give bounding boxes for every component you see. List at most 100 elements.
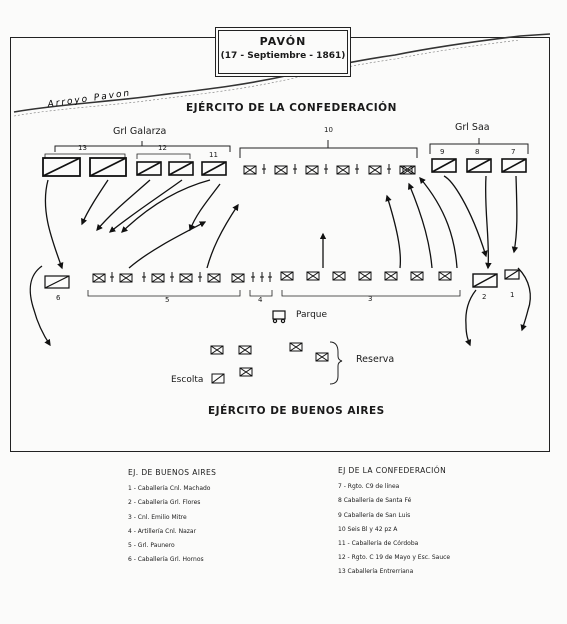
- legend-ba-item: 6 - Caballería Grl. Hornos: [128, 556, 204, 564]
- artillery-piece-5: [198, 272, 202, 282]
- artillery-piece-10: [355, 164, 359, 174]
- galarza-label: Grl Galarza: [113, 126, 167, 137]
- legend-conf-item: 11 - Caballería de Córdoba: [338, 540, 419, 548]
- artillery-piece-4: [260, 272, 264, 282]
- infantry-battalion-10: [402, 165, 416, 175]
- infantry-battalion-10-cross: [368, 165, 382, 175]
- infantry-battalion-3-cross: [410, 271, 424, 281]
- legend-conf-item: 10 Seis Bl y 42 pz A: [338, 525, 398, 533]
- reserva-battalion-cross: [315, 352, 329, 362]
- unit-number-12: 12: [158, 144, 167, 152]
- buenos-aires-label: EJÉRCITO DE BUENOS AIRES: [208, 405, 385, 417]
- infantry-battalion-5: [119, 273, 133, 283]
- infantry-battalion-3-cross: [306, 271, 320, 281]
- cavalry-9-8-7: [431, 158, 527, 173]
- infantry-battalion-5: [179, 273, 193, 283]
- infantry-battalion-3-cross: [280, 271, 294, 281]
- infantry-battalion-10-cross: [336, 165, 350, 175]
- unit-number-3: 3: [368, 295, 373, 303]
- reserva-battalion: [238, 345, 252, 355]
- reserva-units: [210, 342, 329, 377]
- bracket-10: [239, 140, 418, 158]
- legend-buenos-aires: EJ. DE BUENOS AIRES 1 - Caballería Cnl. …: [128, 466, 216, 567]
- bracket-3: [281, 290, 461, 297]
- unit-number-2: 2: [482, 293, 487, 301]
- unit-number-11: 11: [209, 151, 218, 159]
- map-title: PAVÓN: [259, 35, 307, 48]
- parque-wagon-icon: [272, 310, 286, 324]
- infantry-battalion-10-cross: [305, 165, 319, 175]
- unit-number-10: 10: [324, 126, 333, 134]
- legend-ba-title: EJ. DE BUENOS AIRES: [128, 468, 217, 477]
- artillery-piece-5: [110, 272, 114, 282]
- legend-conf-item: 8 Caballería de Santa Fé: [338, 497, 412, 505]
- infantry-battalion-10-cross: [243, 165, 257, 175]
- unit-number-7: 7: [511, 148, 516, 156]
- artillery-piece-5: [142, 272, 146, 282]
- unit-number-1: 1: [510, 291, 515, 299]
- infantry-battalion-3: [306, 271, 320, 281]
- infantry-battalion-10-cross: [274, 165, 288, 175]
- cavalry-1: [504, 269, 520, 280]
- map-title-box: PAVÓN (17 - Septiembre - 1861): [218, 30, 348, 74]
- unit-number-5: 5: [165, 296, 170, 304]
- infantry-battalion-5-cross: [119, 273, 133, 283]
- infantry-battalion-10: [336, 165, 350, 175]
- reserva-battalion: [289, 342, 303, 352]
- infantry-battalion-5-cross: [92, 273, 106, 283]
- confederacion-label: EJÉRCITO DE LA CONFEDERACIÓN: [186, 102, 397, 114]
- reserva-label: Reserva: [356, 354, 395, 365]
- infantry-battalion-10-cross: [402, 165, 416, 175]
- infantry-battalion-3: [280, 271, 294, 281]
- infantry-battalion-3: [384, 271, 398, 281]
- legend-ba-item: 2 - Caballería Grl. Flores: [128, 499, 201, 507]
- reserva-battalion: [239, 367, 253, 377]
- infantry-line-10: [243, 164, 416, 175]
- legend-conf-item: 7 - Rgto. C9 de línea: [338, 483, 400, 491]
- artillery-piece-4: [251, 272, 255, 282]
- infantry-battalion-5: [207, 273, 221, 283]
- infantry-battalion-5-cross: [179, 273, 193, 283]
- infantry-battalion-5: [231, 273, 245, 283]
- parque-label: Parque: [296, 310, 328, 320]
- legend-conf-item: 13 Caballería Entrerriana: [338, 568, 414, 576]
- infantry-battalion-5-cross: [151, 273, 165, 283]
- bracket-13: [44, 153, 126, 159]
- legend-ba-item: 3 - Cnl. Emilio Mitre: [128, 513, 187, 521]
- legend-conf-title: EJ DE LA CONFEDERACIÓN: [338, 466, 447, 475]
- infantry-battalion-3: [410, 271, 424, 281]
- legend-ba-item: 5 - Grl. Paunero: [128, 542, 175, 550]
- escolta-unit: [211, 373, 225, 384]
- legend-ba-item: 1 - Caballería Cnl. Machado: [128, 485, 211, 493]
- infantry-battalion-10: [368, 165, 382, 175]
- artillery-piece-10: [324, 164, 328, 174]
- infantry-battalion-5: [92, 273, 106, 283]
- legend-conf-item: 9 Caballería de San Luis: [338, 511, 411, 519]
- bracket-12: [136, 153, 191, 159]
- infantry-line-buenos-aires: [92, 271, 452, 283]
- infantry-battalion-5-cross: [207, 273, 221, 283]
- unit-number-13: 13: [78, 144, 87, 152]
- infantry-battalion-3: [358, 271, 372, 281]
- infantry-battalion-10: [305, 165, 319, 175]
- infantry-battalion-5-cross: [231, 273, 245, 283]
- map-date: (17 - Septiembre - 1861): [220, 51, 346, 61]
- infantry-battalion-3-cross: [332, 271, 346, 281]
- artillery-piece-10: [262, 164, 266, 174]
- cavalry-2: [472, 273, 498, 288]
- bracket-4: [249, 290, 273, 297]
- escolta-label: Escolta: [171, 375, 204, 385]
- cavalry-12: [136, 161, 194, 176]
- unit-number-9: 9: [440, 148, 445, 156]
- unit-number-8: 8: [475, 148, 480, 156]
- cavalry-6: [44, 275, 70, 289]
- artillery-piece-10: [387, 164, 391, 174]
- artillery-piece-10: [293, 164, 297, 174]
- artillery-piece-4: [268, 272, 272, 282]
- cavalry-13: [42, 157, 127, 177]
- legend-conf-item: 12 - Rgto. C 19 de Mayo y Esc. Sauce: [338, 554, 451, 562]
- bracket-reserva: [329, 341, 343, 385]
- infantry-battalion-3-cross: [384, 271, 398, 281]
- legend-ba-item: 4 - Artillería Cnl. Nazar: [128, 527, 197, 535]
- infantry-battalion-3: [438, 271, 452, 281]
